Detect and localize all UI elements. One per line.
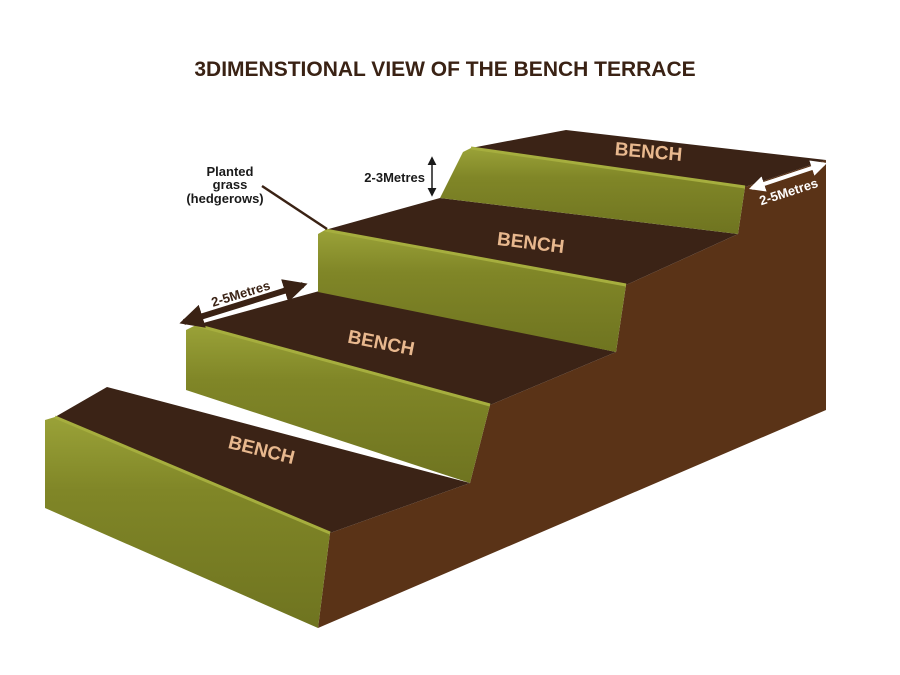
grass-riser-4: [440, 148, 745, 234]
planted-grass-label-line1: Planted: [207, 164, 254, 179]
bench-top-1: [55, 387, 470, 533]
bench-top-3: [325, 198, 738, 285]
bench-width-arrow-left: [179, 279, 308, 328]
grass-edge-3: [324, 228, 627, 287]
diagram-title: 3DIMENSTIONAL VIEW OF THE BENCH TERRACE: [194, 58, 695, 81]
planted-grass-label-line3: (hedgerows): [186, 191, 263, 206]
soil-side-face: [318, 160, 826, 628]
grass-riser-1: [45, 417, 330, 628]
grass-riser-2: [186, 325, 490, 483]
grass-riser-3: [318, 230, 626, 352]
grass-edge-4: [470, 146, 746, 189]
planted-grass-label-line2: grass: [213, 177, 248, 192]
bench-top-4: [471, 130, 826, 187]
grass-edge-1: [54, 415, 331, 535]
bench-width-arrow-right: [748, 160, 828, 192]
grass-edge-2: [195, 323, 491, 407]
riser-height-label: 2-3Metres: [364, 170, 425, 185]
planted-grass-pointer: [261, 184, 328, 231]
